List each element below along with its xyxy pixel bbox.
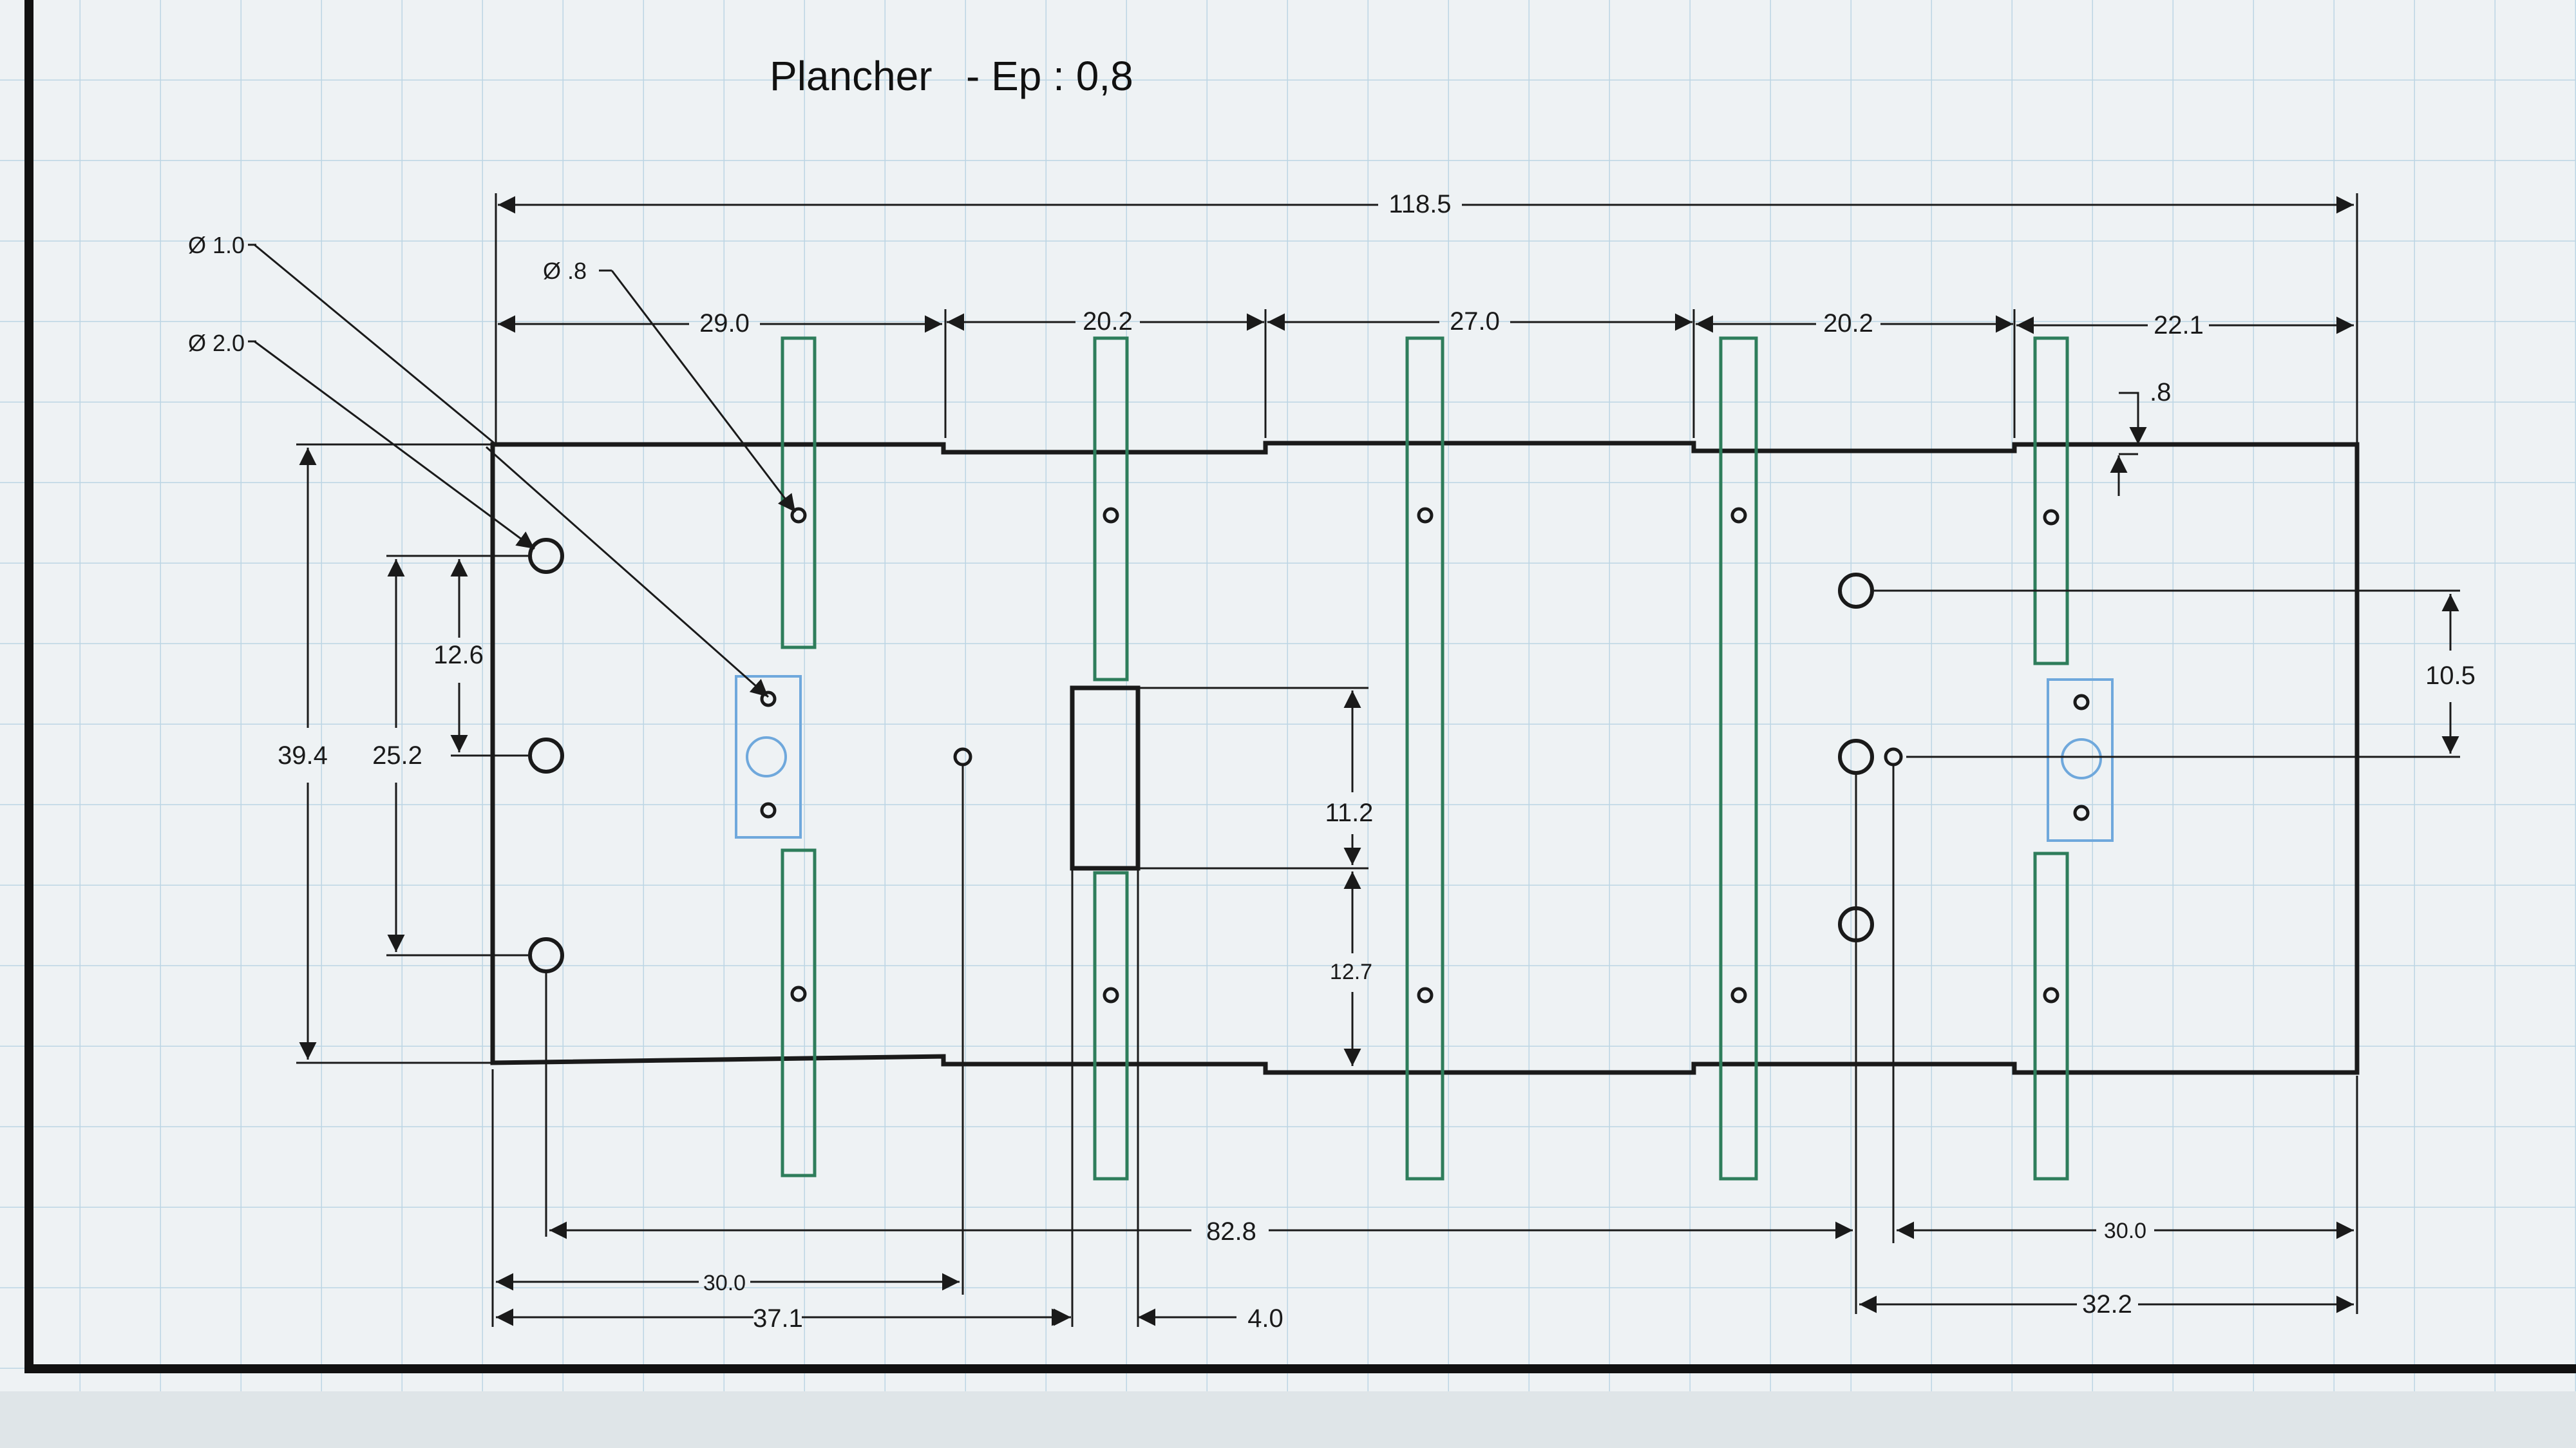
dim-notch-depth: .8: [2150, 378, 2171, 406]
dim-window-height: 11.2: [1325, 799, 1374, 827]
title-part: Plancher: [770, 53, 933, 99]
drawing-frame: [24, 0, 2576, 1373]
hole-slot4-top: [1730, 507, 1747, 524]
hole-slot5-bottom: [2043, 987, 2060, 1004]
dim-seg-5: 22.1: [2154, 311, 2204, 339]
dim-window-width: 4.0: [1247, 1304, 1283, 1333]
plate-right: [2047, 678, 2114, 842]
hole-slot3-top: [1417, 507, 1434, 524]
dim-seg-3: 27.0: [1450, 307, 1500, 336]
green-slots: [781, 336, 2069, 1181]
hole-plate-left-bottom: [760, 802, 777, 819]
dim-hole-span: 25.2: [372, 741, 422, 770]
hole-left-bottom: [528, 937, 564, 973]
dim-right-hole-offset: 10.5: [2425, 662, 2476, 690]
dim-right-hole-x: 30.0: [2104, 1219, 2146, 1243]
table-surface: [0, 1391, 2576, 1448]
hole-slot2-top: [1103, 507, 1119, 524]
dim-seg-1: 29.0: [699, 309, 750, 338]
hole-slot3-bottom: [1417, 987, 1434, 1004]
dim-overall-height: 39.4: [278, 741, 328, 770]
callout-dia-0-8: Ø .8: [543, 258, 587, 284]
slot-1-lower: [781, 848, 817, 1177]
plate-left-circle: [746, 736, 787, 777]
hole-slot5-top: [2043, 509, 2060, 526]
slot-5-lower: [2033, 852, 2069, 1181]
hole-plate-right-bottom: [2073, 805, 2090, 821]
title-thickness: - Ep : 0,8: [966, 53, 1133, 99]
hole-right-small: [1884, 747, 1903, 767]
dim-hole-pitch: 12.6: [433, 641, 484, 669]
callout-dia-1-0: Ø 1.0: [188, 232, 245, 258]
callout-dia-2-0: Ø 2.0: [188, 330, 245, 356]
hole-left-top: [528, 538, 564, 574]
slot-2-lower: [1093, 871, 1129, 1181]
dim-window-x: 37.1: [753, 1304, 803, 1333]
dim-hole-to-hole: 82.8: [1206, 1217, 1256, 1246]
dim-left-small-hole-x: 30.0: [703, 1271, 746, 1295]
dim-seg-4: 20.2: [1823, 309, 1873, 338]
blue-plates: [735, 675, 2114, 842]
callout-underlines: [248, 243, 612, 343]
hole-left-mid: [528, 738, 564, 774]
hole-slot2-bottom: [1103, 987, 1119, 1004]
plate-outline: [490, 441, 2360, 1075]
hole-slot1-bottom: [790, 986, 807, 1002]
holes: [528, 507, 2090, 1004]
plate-right-circle: [2061, 738, 2102, 779]
plate-left: [735, 675, 802, 839]
hole-callouts: Ø 1.0 Ø 2.0 Ø .8: [188, 232, 587, 356]
hole-slot4-bottom: [1730, 987, 1747, 1004]
hole-plate-left-top: [760, 691, 777, 707]
dim-right-edge-offset: 32.2: [2082, 1290, 2132, 1319]
hole-right-top: [1838, 573, 1874, 609]
hole-slot1-top: [790, 507, 807, 524]
dimension-lines: [254, 193, 2460, 1327]
dim-window-offset: 12.7: [1330, 960, 1372, 984]
rect-window: [1070, 685, 1141, 871]
hole-plate-right-top: [2073, 694, 2090, 710]
dimension-labels: 118.5 29.0 20.2 27.0 20.2 22.1 .8 39.4 2…: [278, 190, 2476, 1333]
dim-overall-length: 118.5: [1388, 190, 1451, 218]
dim-seg-2: 20.2: [1083, 307, 1133, 336]
hole-center-small: [953, 747, 972, 767]
